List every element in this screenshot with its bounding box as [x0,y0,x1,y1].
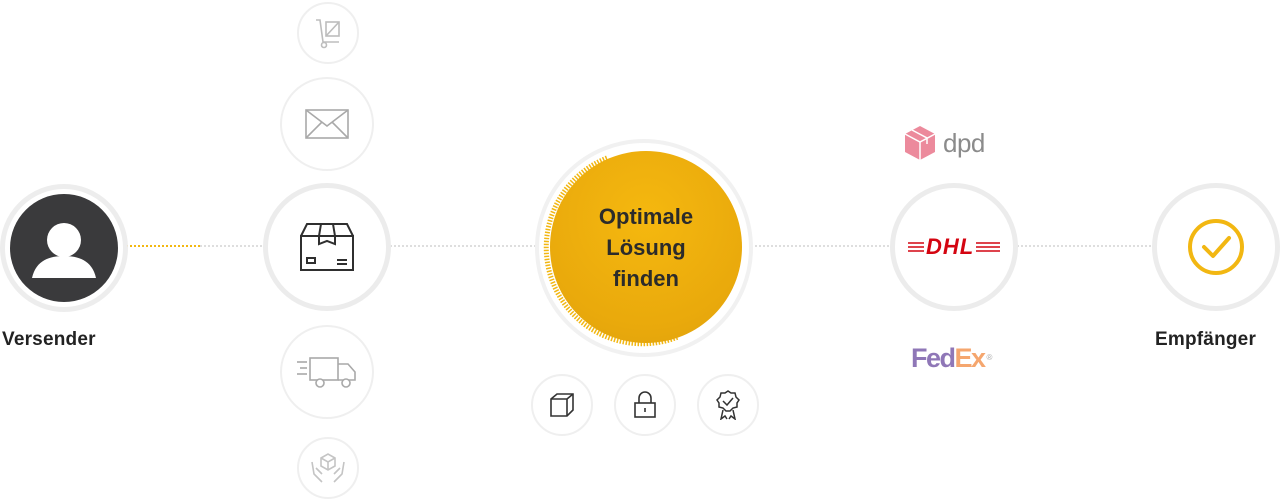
dpd-cube-icon [904,126,936,160]
award-badge-icon [716,390,740,420]
user-icon [10,194,118,302]
recipient-node [1152,183,1280,311]
box-icon [550,393,574,417]
center-progress-arc [543,155,679,347]
dhl-wordmark: DHL [924,234,977,260]
recipient-label: Empfänger [1155,329,1257,350]
package-box-icon [300,223,354,271]
center-solution-node: Optimale Lösung finden [550,151,742,343]
dhl-logo: DHL [908,234,1000,260]
center-outer-ring [535,139,753,357]
dpd-logo: dpd [903,124,985,162]
package-node [263,183,391,311]
center-title-line-3: finden [612,265,679,291]
hands-package-icon [311,453,345,483]
feature-award-node [697,374,759,436]
hands-package-node [297,437,359,499]
fedex-wordmark-fed: Fed [911,343,956,373]
truck-node [280,325,374,419]
fedex-logo: FedEx® [911,342,993,374]
center-title-line-2: Lösung [606,234,686,260]
sender-label: Versender [2,329,96,350]
hand-truck-icon [316,19,340,49]
fedex-registered-mark: ® [986,353,993,362]
dhl-node: DHL [890,183,1018,311]
delivery-truck-icon [297,357,356,388]
lock-icon [634,391,656,418]
center-title: Optimale Lösung finden [599,201,693,294]
check-icon [1188,219,1244,275]
hand-truck-node [297,2,359,64]
fedex-wordmark-ex: Ex [954,343,987,373]
envelope-node [280,77,374,171]
dpd-wordmark: dpd [943,127,985,158]
feature-box-node [531,374,593,436]
feature-lock-node [614,374,676,436]
sender-node [0,184,128,312]
envelope-icon [305,109,349,139]
center-title-line-1: Optimale [598,203,694,229]
